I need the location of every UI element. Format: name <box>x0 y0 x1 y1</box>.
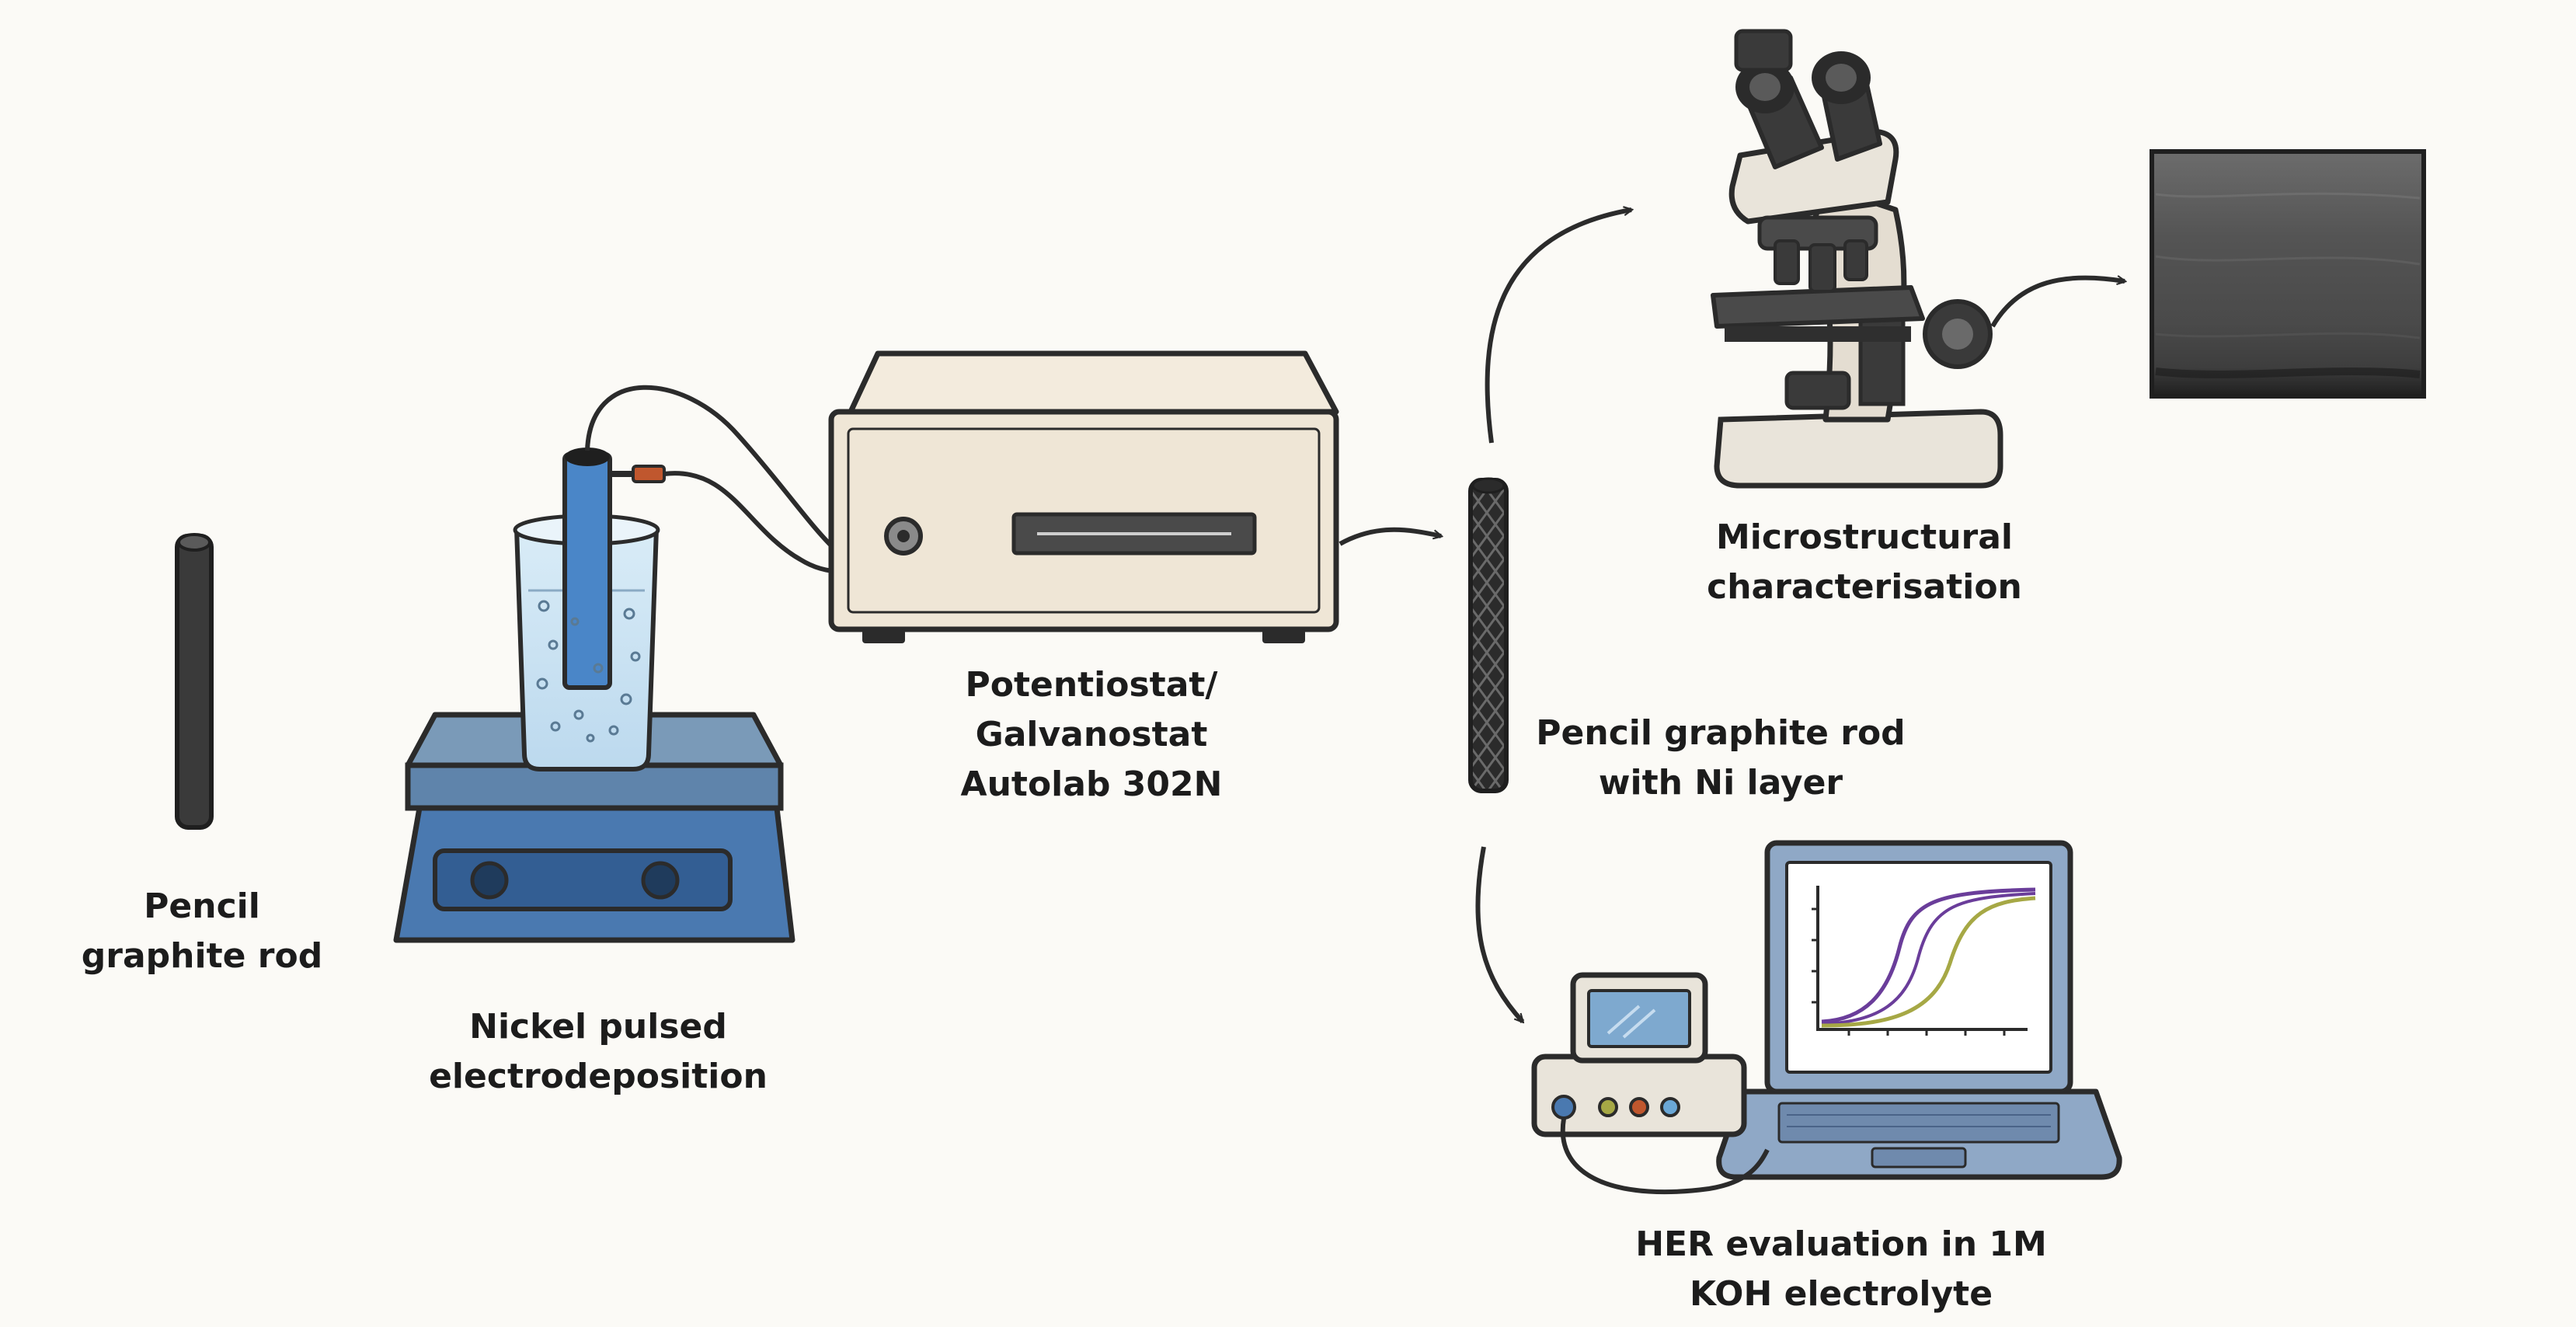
label-nickel-pulsed-electrodeposition: Nickel pulsed electrodeposition <box>429 1007 768 1096</box>
arrow-to-her <box>1475 846 1523 1022</box>
ni-coated-rod-icon <box>1468 477 1509 793</box>
label-microstructural-characterisation: Microstructural characterisation <box>1707 517 2022 607</box>
potentiostat-icon <box>828 350 1339 643</box>
label-pencil-graphite-rod: Pencil graphite rod <box>81 886 323 976</box>
workstation-icon <box>1531 972 1770 1195</box>
label-her-evaluation: HER evaluation in 1M KOH electrolyte <box>1635 1224 2047 1314</box>
graphite-rod-icon <box>175 533 214 830</box>
arrow-to-sem-image <box>1990 278 2125 328</box>
hotplate-beaker-icon <box>393 385 883 943</box>
arrow-to-coated-rod <box>1338 527 1441 546</box>
arrow-to-microscope <box>1485 210 1631 444</box>
laptop-plot-icon <box>1716 840 2122 1180</box>
microscope-icon <box>1711 29 2003 489</box>
sem-image-icon <box>2150 149 2426 399</box>
label-potentiostat: Potentiostat/ Galvanostat Autolab 302N <box>960 665 1223 804</box>
label-rod-with-ni-layer: Pencil graphite rod with Ni layer <box>1536 713 1906 803</box>
